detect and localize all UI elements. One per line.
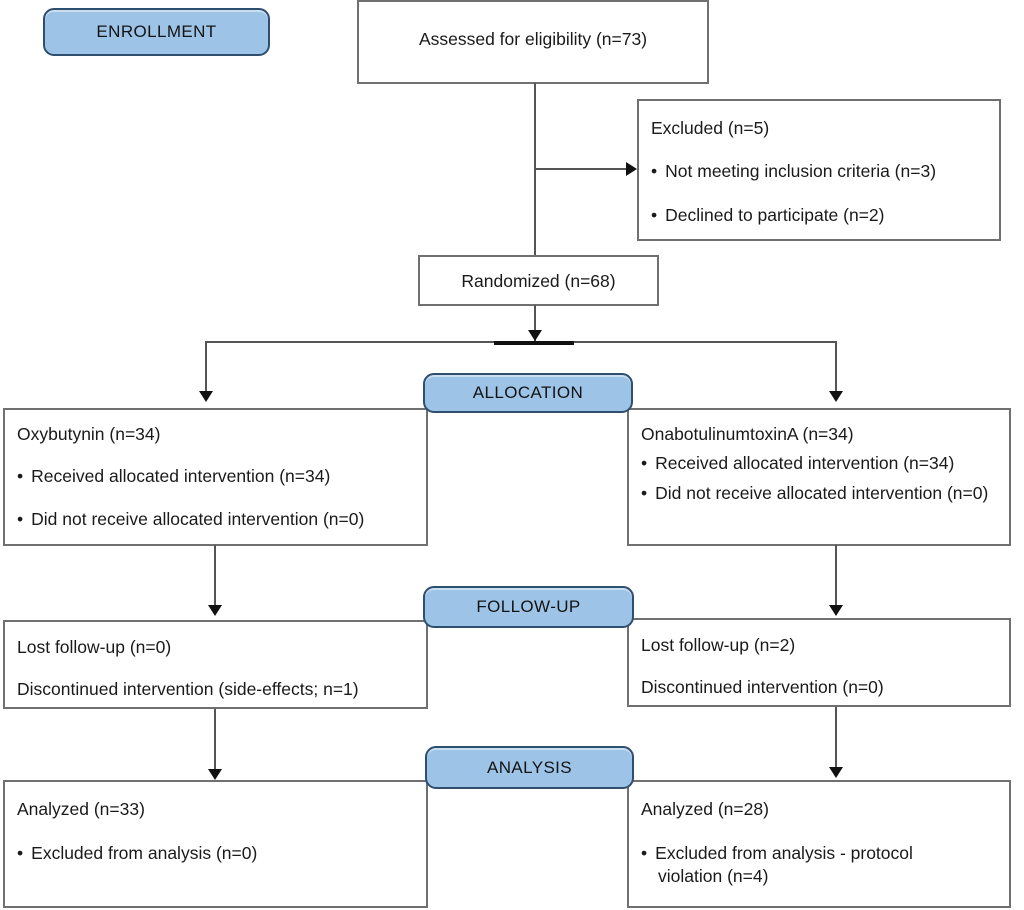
box-analysis-left: Analyzed (n=33) Excluded from analysis (… [3, 780, 428, 908]
alloc-left-bullet-1: Received allocated intervention (n=34) [17, 465, 416, 487]
excluded-heading: Excluded (n=5) [651, 118, 770, 138]
alloc-left-heading: Oxybutynin (n=34) [17, 424, 161, 444]
connector-randomized-down [534, 305, 536, 341]
excluded-bullet-2: Declined to participate (n=2) [651, 204, 989, 226]
arrowhead-to-excluded [626, 162, 637, 176]
split-bar [494, 341, 574, 345]
box-allocation-left: Oxybutynin (n=34) Received allocated int… [3, 408, 428, 546]
arrowhead-analysis-right [829, 767, 843, 778]
assessed-line-1: Assessed for eligibility (n=73) [418, 29, 648, 49]
follow-right-line-2: Discontinued intervention (n=0) [641, 677, 884, 698]
stage-badge-analysis: ANALYSIS [425, 746, 634, 789]
follow-left-line-2: Discontinued intervention (side-effects;… [17, 679, 359, 700]
box-analysis-right: Analyzed (n=28) Excluded from analysis -… [627, 780, 1011, 908]
excluded-bullet-1: Not meeting inclusion criteria (n=3) [651, 160, 989, 182]
stage-label-followup: FOLLOW-UP [476, 597, 581, 616]
alloc-right-heading: OnabotulinumtoxinA (n=34) [641, 424, 854, 444]
randomized-line-1: Randomized (n=68) [461, 271, 616, 291]
follow-right-line-1: Lost follow-up (n=2) [641, 635, 796, 655]
connector-followright-to-analysisright [835, 707, 837, 769]
arrowhead-alloc-right [829, 391, 843, 402]
arrowhead-randomized-split [528, 330, 542, 341]
arrowhead-followup-right [829, 605, 843, 616]
alloc-right-bullet-2: Did not receive allocated intervention (… [641, 482, 997, 504]
analysis-left-heading: Analyzed (n=33) [17, 799, 145, 819]
stage-label-analysis: ANALYSIS [486, 757, 573, 777]
box-excluded: Excluded (n=5) Not meeting inclusion cri… [637, 99, 1001, 241]
connector-branch-left [205, 341, 207, 393]
connector-assessed-to-excluded [536, 168, 628, 170]
stage-badge-allocation: ALLOCATION [423, 373, 633, 413]
alloc-right-bullet-1: Received allocated intervention (n=34) [641, 452, 997, 474]
stage-badge-enrollment: ENROLLMENT [43, 8, 270, 56]
box-assessed-for-eligibility: Assessed for eligibility (n=73) [357, 0, 709, 84]
connector-branch-right [835, 341, 837, 393]
analysis-right-heading: Analyzed (n=28) [641, 799, 769, 819]
connector-allocright-to-followright [835, 545, 837, 607]
connector-assessed-to-randomized [534, 83, 536, 255]
connector-followleft-to-analysisleft [214, 709, 216, 771]
connector-allocleft-to-followleft [214, 545, 216, 607]
box-allocation-right: OnabotulinumtoxinA (n=34) Received alloc… [627, 408, 1011, 546]
follow-left-line-1: Lost follow-up (n=0) [17, 637, 172, 657]
box-followup-left: Lost follow-up (n=0) Discontinued interv… [3, 620, 428, 709]
stage-label-allocation: ALLOCATION [472, 383, 584, 402]
box-followup-right: Lost follow-up (n=2) Discontinued interv… [627, 618, 1011, 707]
arrowhead-alloc-left [199, 391, 213, 402]
stage-badge-followup: FOLLOW-UP [423, 586, 634, 628]
alloc-left-bullet-2: Did not receive allocated intervention (… [17, 508, 416, 530]
arrowhead-followup-left [208, 605, 222, 616]
analysis-left-bullet-1: Excluded from analysis (n=0) [17, 842, 416, 864]
arrowhead-analysis-left [208, 769, 222, 780]
analysis-right-bullet-1: Excluded from analysis - protocol violat… [641, 842, 969, 887]
stage-label-enrollment: ENROLLMENT [96, 22, 217, 41]
box-randomized: Randomized (n=68) [418, 255, 659, 306]
